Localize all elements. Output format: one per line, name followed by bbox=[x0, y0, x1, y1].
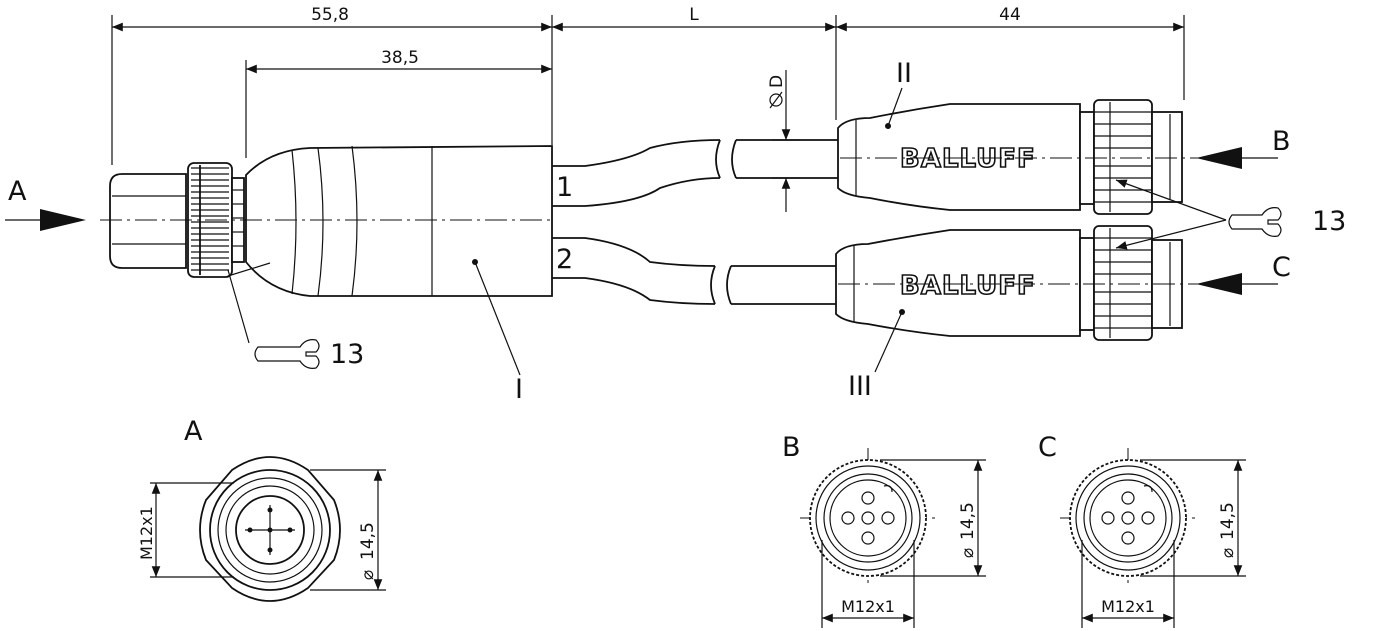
diameter-symbol-a: ⌀ bbox=[358, 570, 378, 580]
female-connector-ii: BALLUFF bbox=[837, 99, 1183, 215]
label-part-ii: II bbox=[896, 58, 912, 89]
dim-thread-a: M12x1 bbox=[137, 506, 156, 560]
dim-diameter-c: 14,5 bbox=[1218, 502, 1238, 540]
leader-part-ii bbox=[887, 87, 903, 127]
label-part-iii: III bbox=[848, 371, 872, 402]
dim-overall-left: 55,8 bbox=[311, 5, 349, 25]
label-view-b-arrow: B bbox=[1272, 126, 1291, 157]
label-part-i: I bbox=[515, 374, 523, 405]
female-connector-iii: BALLUFF bbox=[835, 225, 1183, 341]
label-view-a-face: A bbox=[184, 416, 203, 447]
leader-torque-b bbox=[1115, 179, 1227, 221]
dimension-lines bbox=[111, 15, 1185, 165]
diameter-symbol-c: ⌀ bbox=[1218, 548, 1238, 558]
label-torque-right: 13 bbox=[1312, 206, 1346, 237]
diameter-symbol-b: ⌀ bbox=[958, 548, 978, 558]
brand-logo-iii: BALLUFF bbox=[900, 271, 1036, 301]
view-a-face bbox=[150, 456, 386, 602]
dim-right-connector: 44 bbox=[999, 5, 1021, 25]
dim-cable-diameter: D bbox=[767, 75, 787, 88]
dim-thread-c: M12x1 bbox=[1101, 597, 1155, 616]
leader-part-i bbox=[474, 261, 521, 376]
dim-body-length: 38,5 bbox=[381, 48, 419, 68]
dim-diameter-b: 14,5 bbox=[958, 502, 978, 540]
wrench-icon bbox=[1228, 207, 1282, 237]
male-connector bbox=[109, 145, 553, 297]
label-view-b-face: B bbox=[782, 432, 801, 463]
leader-torque-c bbox=[1115, 219, 1227, 250]
label-view-a: A bbox=[8, 176, 27, 207]
cable-1 bbox=[552, 139, 840, 207]
view-b-face bbox=[800, 448, 986, 628]
arrow-icon bbox=[5, 209, 86, 231]
label-view-c-face: C bbox=[1038, 432, 1057, 463]
leader-part-iii bbox=[874, 311, 903, 373]
wrench-icon bbox=[254, 339, 320, 369]
dim-thread-b: M12x1 bbox=[841, 597, 895, 616]
brand-logo-ii: BALLUFF bbox=[900, 144, 1036, 174]
label-wire-1: 1 bbox=[556, 172, 573, 203]
leader-arrow-left bbox=[227, 262, 271, 277]
dim-cable-length: L bbox=[689, 5, 699, 25]
cable-2 bbox=[552, 237, 838, 305]
label-torque-left: 13 bbox=[330, 339, 364, 370]
leader-torque-left bbox=[227, 269, 250, 344]
label-view-c-arrow: C bbox=[1272, 252, 1291, 283]
view-c-face bbox=[1060, 448, 1246, 628]
arrow-icon bbox=[1196, 147, 1278, 295]
diameter-icon bbox=[769, 70, 800, 212]
label-wire-2: 2 bbox=[556, 244, 573, 275]
dim-diameter-a: 14,5 bbox=[358, 522, 378, 560]
